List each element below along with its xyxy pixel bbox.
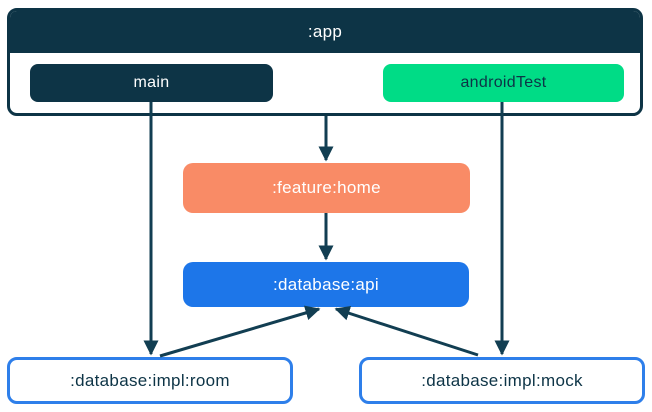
node-app-label: :app xyxy=(307,22,343,41)
node-database-impl-mock: :database:impl:mock xyxy=(359,357,645,404)
node-database-api: :database:api xyxy=(183,262,469,307)
node-androidtest: androidTest xyxy=(383,64,624,102)
arrow-database-impl-mock-to-database-api xyxy=(334,306,479,357)
arrow-database-impl-room-to-database-api xyxy=(159,305,321,358)
node-main: main xyxy=(30,64,273,102)
node-database-impl-room: :database:impl:room xyxy=(7,357,293,404)
node-app-header: :app xyxy=(10,11,640,53)
node-app: :app main androidTest xyxy=(7,8,643,116)
node-feature-home: :feature:home xyxy=(183,163,470,213)
